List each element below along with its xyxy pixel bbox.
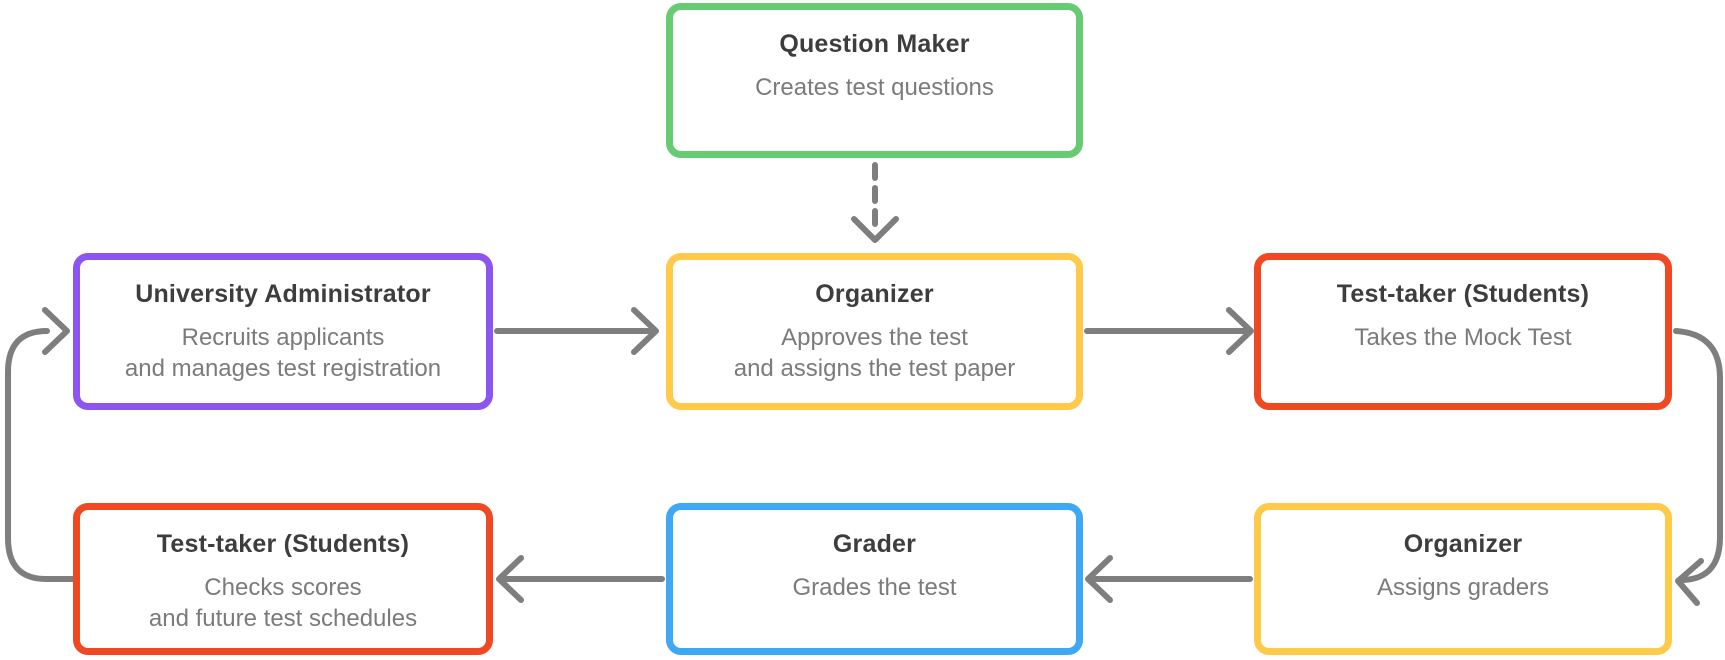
arrow-test-taker-to-organizer-curved [1673, 328, 1723, 606]
node-grader: Grader Grades the test [666, 503, 1083, 655]
node-test-taker-scores: Test-taker (Students) Checks scores and … [73, 503, 493, 655]
node-description: Checks scores and future test schedules [148, 574, 418, 632]
node-university-administrator: University Administrator Recruits applic… [73, 253, 493, 410]
node-test-taker-mock: Test-taker (Students) Takes the Mock Tes… [1254, 253, 1672, 410]
node-description: Approves the test and assigns the test p… [733, 324, 1016, 382]
node-title: Organizer [1403, 530, 1523, 558]
node-organizer-approves: Organizer Approves the test and assigns … [666, 253, 1083, 410]
node-question-maker: Question Maker Creates test questions [666, 3, 1083, 158]
node-title: Test-taker (Students) [1336, 280, 1590, 308]
node-title: Organizer [815, 280, 934, 308]
node-title: Question Maker [779, 30, 970, 58]
arrow-question-maker-to-organizer [851, 162, 899, 243]
node-description: Assigns graders [1376, 574, 1550, 601]
node-title: Grader [832, 530, 917, 558]
node-title: Test-taker (Students) [156, 530, 410, 558]
node-description: Takes the Mock Test [1354, 324, 1572, 351]
node-title: University Administrator [135, 280, 431, 308]
arrow-grader-to-test-taker [496, 555, 665, 603]
arrow-test-taker-to-university-administrator-curved [5, 307, 76, 582]
node-organizer-assigns: Organizer Assigns graders [1254, 503, 1672, 655]
node-description: Grades the test [792, 574, 957, 601]
arrow-organizer-to-test-taker [1084, 307, 1254, 355]
node-description: Creates test questions [755, 74, 994, 101]
node-description: Recruits applicants and manages test reg… [124, 324, 442, 382]
arrow-organizer-to-grader [1085, 555, 1253, 603]
arrow-university-administrator-to-organizer [494, 307, 659, 355]
